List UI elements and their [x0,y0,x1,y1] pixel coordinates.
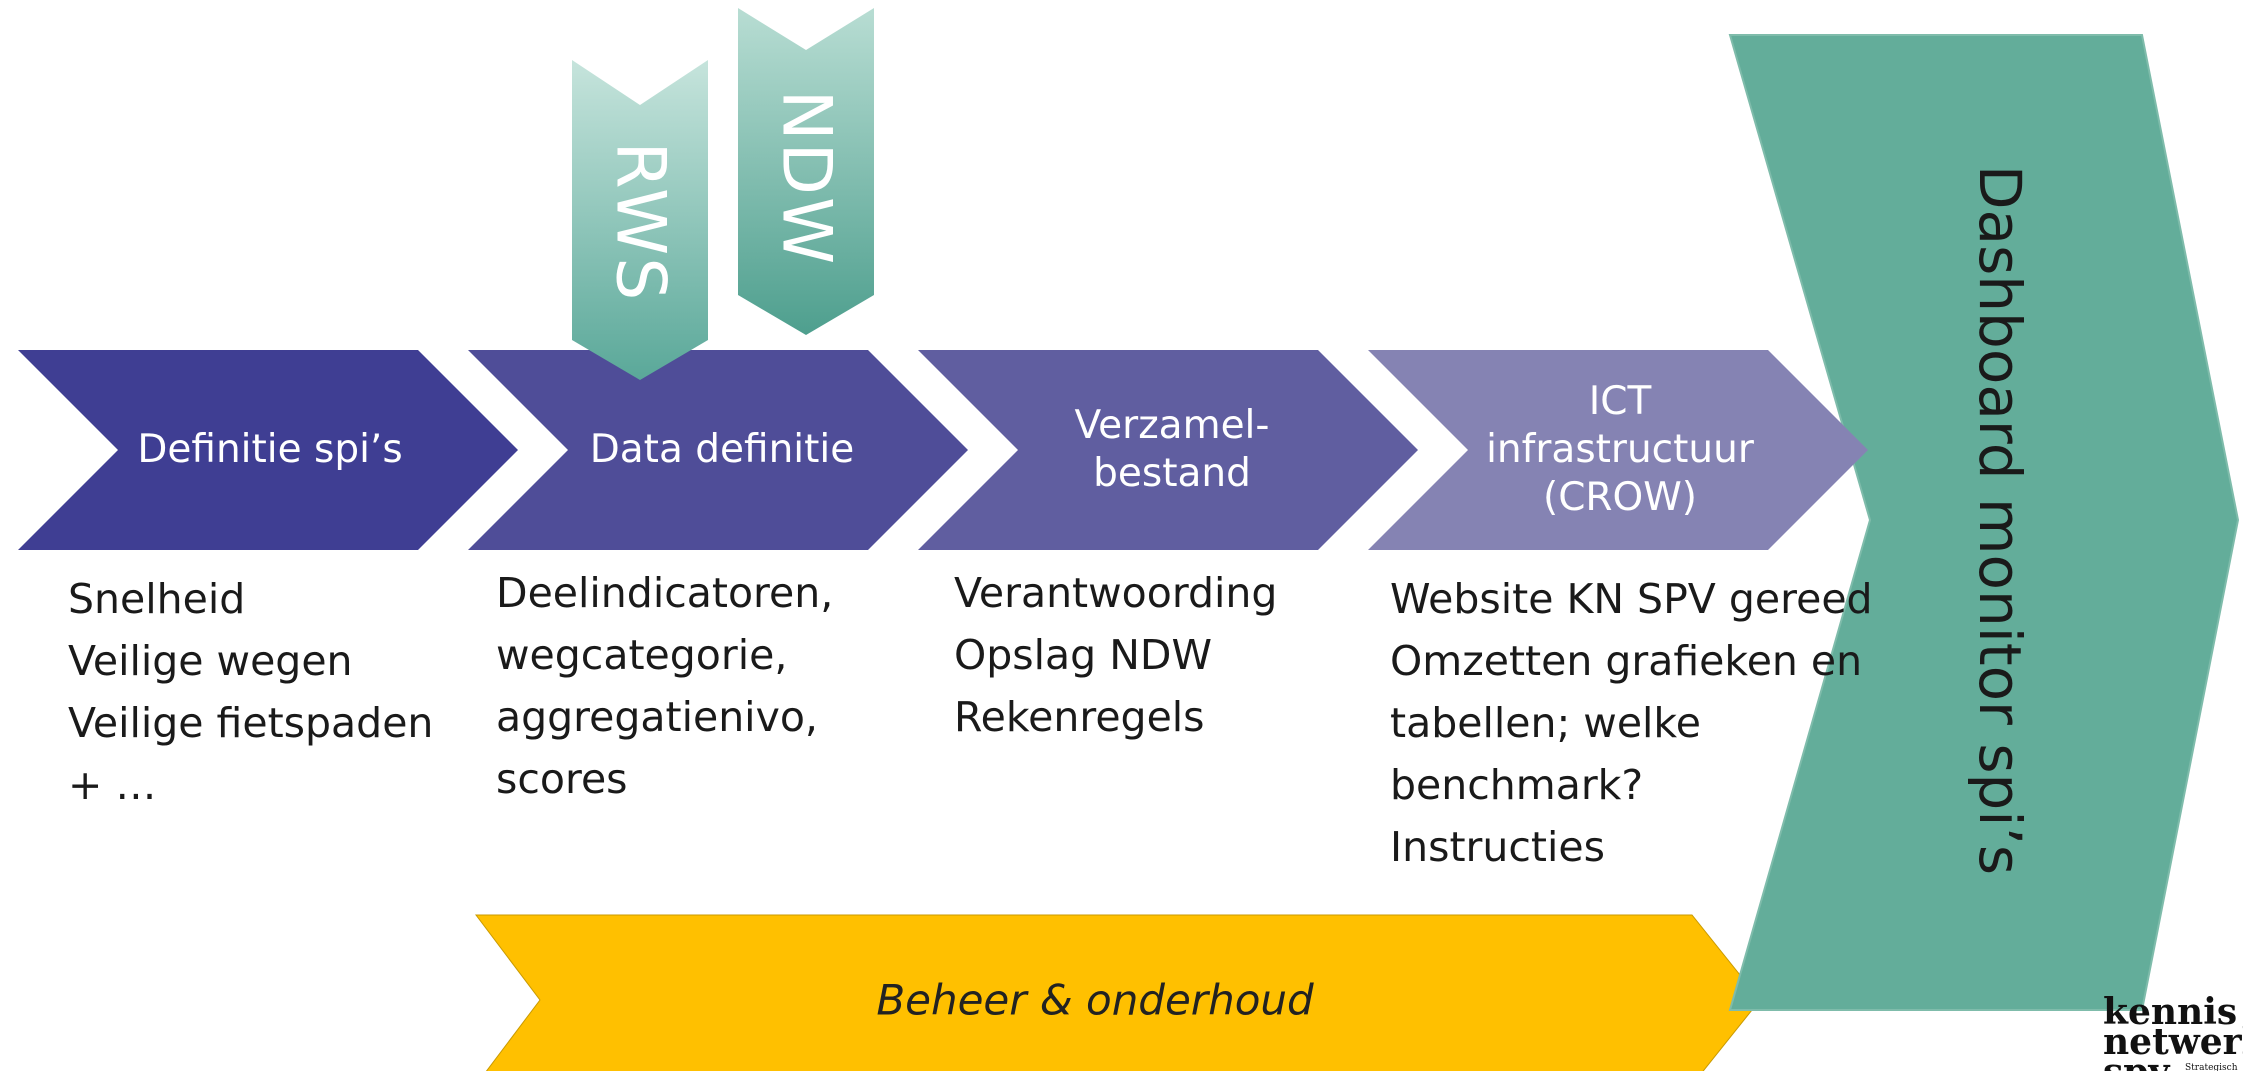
details-data-definitie: Deelindicatoren, wegcategorie, aggregati… [496,562,833,810]
detail-line: Instructies [1390,823,1605,871]
detail-line: scores [496,755,628,803]
ndw-label: NDW [766,89,846,267]
chevron-definitie [18,350,518,550]
details-verzamelbestand: Verantwoording Opslag NDW Rekenregels [954,562,1277,748]
chevron-data-definitie [468,350,968,550]
detail-line: Website KN SPV gereed [1390,575,1873,623]
beheer-arrow [474,914,1761,1071]
detail-line: Snelheid [68,575,246,623]
detail-line: Deelindicatoren, [496,569,834,617]
detail-line: + … [68,761,157,809]
logo-line: kennis [2103,991,2238,1033]
logo-line: spv [2103,1054,2169,1071]
detail-line: Opslag NDW [954,631,1213,679]
chevron-ict [1368,350,1868,550]
detail-line: aggregatienivo, [496,693,818,741]
detail-line: Rekenregels [954,693,1205,741]
logo-tagline: Strategisch Plan [2185,1063,2238,1071]
kennisnetwerk-logo: kennis netwerk spv Strategisch Plan [2093,991,2243,1071]
chevron-label-ict: ICT infrastructuur (CROW) [1486,379,1754,520]
rws-arrow [572,60,708,380]
logo-line: netwerk [2103,1021,2243,1063]
dashboard-label: Dashboard monitor spi’s [1966,164,2034,876]
detail-line: benchmark? [1390,761,1644,809]
detail-line: Veilige fietspaden [68,699,434,747]
ndw-arrow [738,8,874,335]
chevron-verzamelbestand [918,350,1418,550]
chevron-label-verzamelbestand: Verzamel- bestand [1074,403,1270,496]
rws-label: RWS [600,141,680,303]
beheer-label: Beheer & onderhoud [876,975,1314,1025]
chevron-label-data-definitie: Data definitie [589,427,855,472]
detail-line: Omzetten grafieken en [1390,637,1863,685]
detail-line: wegcategorie, [496,631,788,679]
detail-line: Verantwoording [954,569,1278,617]
dashboard-chevron [1728,34,2240,1011]
chevron-label-definitie: Definitie spi’s [137,427,403,472]
detail-line: tabellen; welke [1390,699,1701,747]
detail-line: Veilige wegen [68,637,353,685]
details-ict: Website KN SPV gereed Omzetten grafieken… [1390,568,1873,878]
details-definitie: Snelheid Veilige wegen Veilige fietspade… [68,568,433,816]
